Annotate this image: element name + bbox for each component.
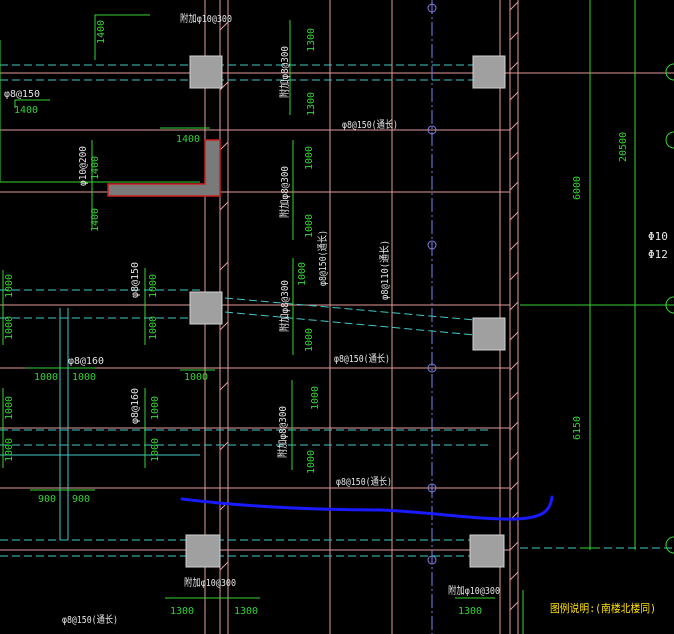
rebar-label: φ8@150 [130, 262, 141, 298]
wall-hatch [219, 1, 519, 611]
rebar-labels: 附加φ10@300 附加φ8@300 附加φ8@300 附加φ8@300 附加φ… [4, 12, 500, 626]
dimension-label: 1000 [150, 396, 161, 420]
dimension-label: 1000 [4, 438, 15, 462]
dimension-label: 1400 [96, 20, 107, 44]
dimension-label: 1000 [148, 274, 159, 298]
dimension-label: 1400 [90, 208, 101, 232]
dimension-label: 1000 [150, 438, 161, 462]
side-label: Φ12 [648, 248, 668, 261]
dimension-label: 1000 [148, 316, 159, 340]
dimension-label: 1300 [306, 92, 317, 116]
dimension-labels: 1400 1400 1400 1400 1400 1300 1300 1000 … [4, 20, 629, 617]
dimension-label: 6150 [572, 416, 583, 440]
rebar-label: φ8@160 [68, 356, 104, 367]
dimension-label: 900 [38, 494, 56, 505]
rebar-label: φ10@200 [78, 146, 89, 186]
dimension-label: 1000 [4, 396, 15, 420]
rebar-label: φ8@150(通长) [334, 353, 390, 365]
blue-annotation-stroke [180, 495, 554, 521]
dimension-label: 1000 [310, 386, 321, 410]
dimension-label: 1400 [176, 134, 200, 145]
rebar-label: φ8@150(通长) [342, 119, 398, 131]
dimension-label: 1000 [304, 146, 315, 170]
dimension-label: 1400 [90, 156, 101, 180]
dimension-label: 1300 [170, 606, 194, 617]
dimension-label: 1000 [72, 372, 96, 383]
rebar-label: 附加φ8@300 [278, 280, 291, 332]
dimension-label: 20500 [618, 132, 629, 162]
columns [185, 55, 506, 568]
dimension-label: 1300 [234, 606, 258, 617]
rebar-label: 附加φ10@300 [180, 12, 232, 25]
side-label: Φ10 [648, 230, 668, 243]
dimension-label: 1000 [4, 274, 15, 298]
dimension-label: 6000 [572, 176, 583, 200]
rebar-label: 附加φ10@300 [448, 584, 500, 597]
rebar-label: 附加φ8@300 [276, 406, 289, 458]
rebar-label: φ8@150(通长) [62, 614, 118, 626]
rebar-solid [0, 308, 200, 540]
dimension-label: 1000 [304, 328, 315, 352]
rebar-lines [0, 64, 674, 557]
rebar-label: 附加φ8@300 [278, 166, 291, 218]
rebar-label: φ8@160 [130, 388, 141, 424]
dimension-label: 900 [72, 494, 90, 505]
dimension-label: 1000 [34, 372, 58, 383]
dimension-label: 1000 [306, 450, 317, 474]
rebar-label: φ8@150 [4, 89, 40, 100]
dimension-label: 1000 [184, 372, 208, 383]
rebar-label: 附加φ8@300 [278, 46, 291, 98]
dimension-label: 1300 [458, 606, 482, 617]
rebar-label: φ8@150(通长) [317, 230, 329, 286]
dimension-label: 1000 [297, 262, 308, 286]
concrete-wall [107, 139, 221, 197]
legend-note: 图例说明:(南楼北楼同) [550, 601, 656, 615]
dimension-label: 1000 [4, 316, 15, 340]
dimension-label: 1000 [304, 214, 315, 238]
rebar-label: φ8@110(通长) [379, 240, 391, 300]
rebar-label: φ8@150(通长) [336, 476, 392, 488]
dimension-label: 1400 [14, 105, 38, 116]
side-labels: Φ10 Φ12 [648, 230, 668, 261]
dimension-label: 1300 [306, 28, 317, 52]
rebar-label: 附加φ10@300 [184, 576, 236, 589]
